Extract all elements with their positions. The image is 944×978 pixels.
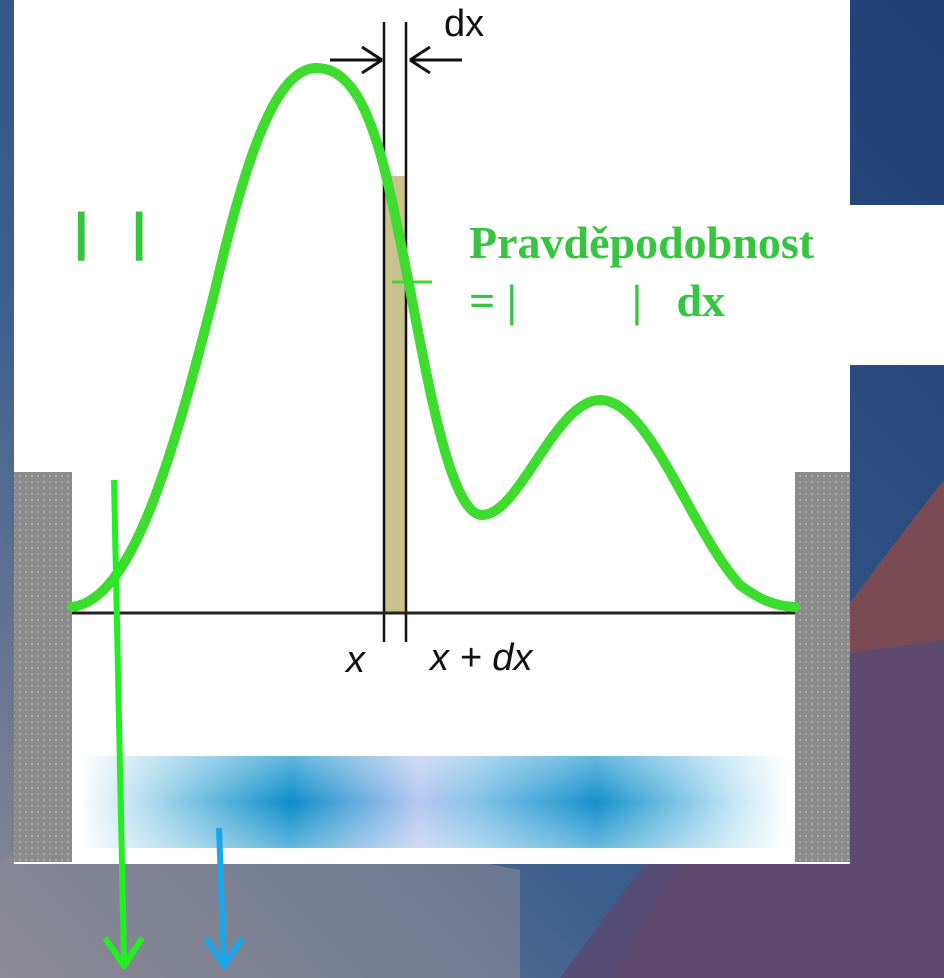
intensity-band-fade	[78, 756, 788, 848]
left-abs-label: | |	[74, 203, 147, 261]
blue-arrow-shaft	[216, 827, 227, 963]
green-arrow-shaft	[111, 479, 127, 963]
right-wall	[795, 472, 850, 862]
dx-arrow-left-head	[361, 45, 383, 75]
dx-top-label: dx	[444, 3, 484, 45]
probability-density-curve	[67, 62, 800, 612]
figure-panel	[14, 0, 850, 864]
formula-title: Pravděpodobnost	[469, 217, 815, 268]
formula-expression: = | | dx	[469, 275, 726, 326]
probability-slice	[384, 176, 406, 614]
x-plus-dx-label: x + dx	[428, 637, 534, 679]
dx-arrow-right-head	[409, 45, 431, 75]
probability-formula-box: Pravděpodobnost = | | dx	[455, 205, 944, 365]
left-wall	[14, 472, 72, 862]
x-label: x	[344, 639, 367, 681]
green-arrow-head	[102, 936, 145, 969]
blue-arrow-head	[203, 936, 245, 969]
